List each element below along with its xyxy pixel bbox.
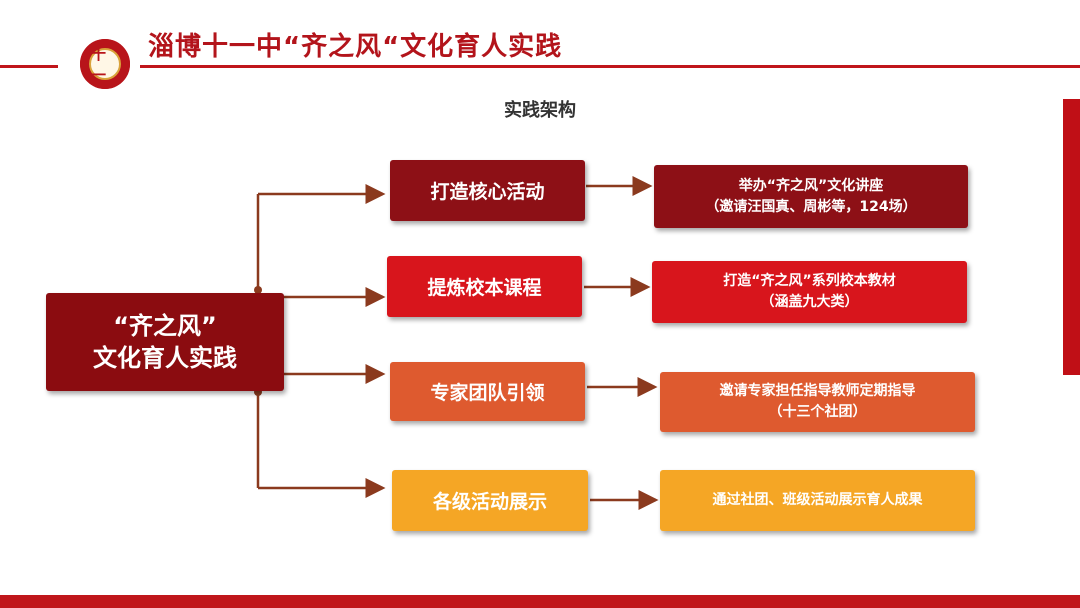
branch-node-label: 专家团队引领 <box>430 382 545 404</box>
branch-node-label: 各级活动展示 <box>432 491 547 513</box>
root-node-line1: “齐之风” <box>113 312 217 340</box>
detail-node-clubs: 邀请专家担任指导教师定期指导 （十三个社团） <box>660 372 975 432</box>
detail-node-textbooks: 打造“齐之风”系列校本教材 （涵盖九大类） <box>652 261 967 323</box>
detail-node-line2: （十三个社团） <box>768 404 867 420</box>
branch-node-label: 提炼校本课程 <box>427 277 542 299</box>
diagram-subtitle: 实践架构 <box>504 100 576 121</box>
junction-dot-top <box>254 286 262 294</box>
branch-node-school-curriculum: 提炼校本课程 <box>387 256 582 317</box>
detail-node-line1: 打造“齐之风”系列校本教材 <box>723 273 896 289</box>
right-accent-bar <box>1063 99 1080 375</box>
school-logo-emblem: 十一 <box>89 45 121 84</box>
root-node-line2: 文化育人实践 <box>93 344 237 372</box>
page-title: 淄博十一中“齐之风“文化育人实践 <box>148 32 563 62</box>
detail-node-line2: （邀请汪国真、周彬等，124场） <box>705 198 917 215</box>
detail-node-lectures: 举办“齐之风”文化讲座 （邀请汪国真、周彬等，124场） <box>654 165 968 228</box>
detail-node-line1: 通过社团、班级活动展示育人成果 <box>712 492 923 508</box>
detail-node-line1: 邀请专家担任指导教师定期指导 <box>719 383 916 399</box>
detail-node-achievements: 通过社团、班级活动展示育人成果 <box>660 470 975 531</box>
detail-node-line1: 举办“齐之风”文化讲座 <box>738 177 884 194</box>
title-underline-left <box>0 65 58 68</box>
branch-node-core-activities: 打造核心活动 <box>390 160 585 221</box>
root-node: “齐之风” 文化育人实践 <box>46 293 284 391</box>
title-underline-right <box>140 65 1080 68</box>
detail-node-line2: （涵盖九大类） <box>760 294 859 310</box>
bottom-accent-bar <box>0 595 1080 608</box>
branch-node-label: 打造核心活动 <box>430 181 545 203</box>
school-logo: 十一 <box>80 39 130 89</box>
branch-node-activity-showcase: 各级活动展示 <box>392 470 588 531</box>
branch-node-expert-guidance: 专家团队引领 <box>390 362 585 421</box>
